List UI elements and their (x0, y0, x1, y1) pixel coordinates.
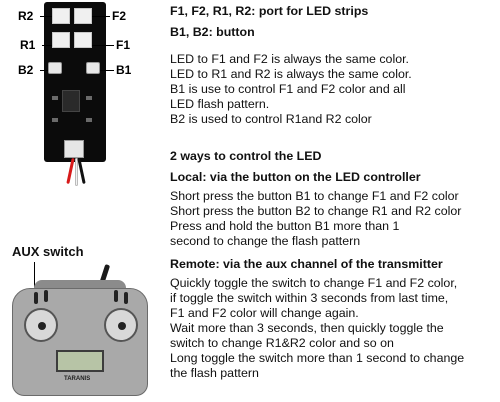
local-instruction-line: Press and hold the button B1 more than 1 (170, 219, 400, 233)
transmitter-switch (44, 290, 48, 302)
board-component (86, 96, 92, 100)
remote-instruction-line: F1 and F2 color will change again. (170, 306, 359, 320)
local-instruction-line: Short press the button B1 to change F1 a… (170, 189, 459, 203)
local-instruction-line: second to change the flash pattern (170, 234, 361, 248)
port-pad-f2 (74, 8, 92, 24)
label-b1: B1 (116, 63, 132, 77)
description-line: B1 is use to control F1 and F2 color and… (170, 82, 406, 96)
white-wire (75, 158, 78, 186)
right-gimbal-stick (104, 308, 138, 342)
transmitter-brand: TARANIS (64, 376, 91, 382)
leader-line (92, 45, 114, 46)
transmitter-illustration: TARANIS (4, 262, 154, 400)
buttons-heading: B1, B2: button (170, 25, 255, 39)
port-pad-f1 (74, 32, 92, 48)
remote-instruction-line: the flash pattern (170, 366, 259, 380)
board-button-b1 (86, 62, 100, 74)
leader-line (40, 16, 52, 17)
description-line: LED to F1 and F2 is always the same colo… (170, 52, 409, 66)
board-component (52, 118, 58, 122)
board-component (86, 118, 92, 122)
leader-line (92, 16, 110, 17)
label-f1: F1 (116, 38, 131, 52)
aux-switch-label: AUX switch (12, 244, 84, 259)
instructions-panel: F1, F2, R1, R2: port for LED strips B1, … (170, 4, 496, 381)
description-line: B2 is used to control R1and R2 color (170, 112, 372, 126)
port-pad-r2 (52, 8, 70, 24)
local-control-title: Local: via the button on the LED control… (170, 170, 421, 184)
description-line: LED to R1 and R2 is always the same colo… (170, 67, 412, 81)
aux-switch (34, 292, 38, 304)
remote-instruction-line: Wait more than 3 seconds, then quickly t… (170, 321, 444, 335)
remote-control-title: Remote: via the aux channel of the trans… (170, 257, 443, 271)
remote-instruction-line: switch to change R1&R2 color and so on (170, 336, 394, 350)
remote-instruction-line: Quickly toggle the switch to change F1 a… (170, 276, 458, 290)
transmitter-switch (114, 290, 118, 302)
control-section-title: 2 ways to control the LED (170, 149, 322, 163)
remote-instruction-line: if toggle the switch within 3 seconds fr… (170, 291, 449, 305)
transmitter-switch (124, 292, 128, 304)
label-b2: B2 (18, 63, 34, 77)
label-r2: R2 (18, 9, 34, 23)
board-connector (64, 140, 84, 158)
transmitter-body (12, 288, 148, 396)
board-component (52, 96, 58, 100)
label-f2: F2 (112, 9, 127, 23)
board-button-b2 (48, 62, 62, 74)
transmitter-screen (56, 350, 104, 372)
label-r1: R1 (20, 38, 36, 52)
leader-line (40, 70, 48, 71)
left-gimbal-stick (24, 308, 58, 342)
local-instruction-line: Short press the button B2 to change R1 a… (170, 204, 462, 218)
ports-heading: F1, F2, R1, R2: port for LED strips (170, 4, 369, 18)
board-chip (62, 90, 80, 112)
aux-switch-leader (34, 262, 35, 292)
led-controller-board (44, 2, 106, 162)
led-controller-illustration: R2 F2 R1 F1 B2 B1 (0, 0, 150, 190)
leader-line (100, 70, 114, 71)
description-line: LED flash pattern. (170, 97, 270, 111)
leader-line (42, 45, 52, 46)
port-pad-r1 (52, 32, 70, 48)
remote-instruction-line: Long toggle the switch more than 1 secon… (170, 351, 465, 365)
